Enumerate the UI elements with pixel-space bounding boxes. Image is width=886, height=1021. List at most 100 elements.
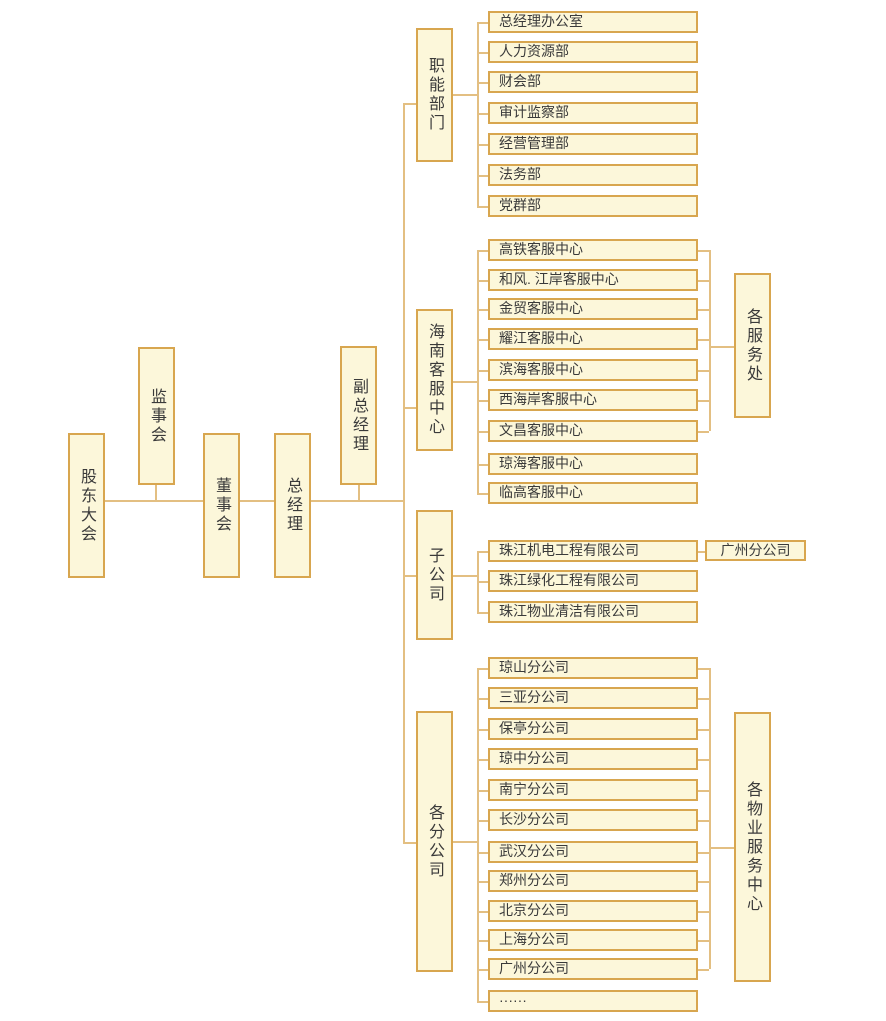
connector-line <box>698 370 709 372</box>
connector-line <box>477 612 488 614</box>
connector-line <box>477 400 488 402</box>
connector-line <box>477 820 488 822</box>
connector-line <box>477 493 488 495</box>
connector-line <box>698 852 709 854</box>
connector-line <box>477 969 488 971</box>
connector-line <box>477 464 488 466</box>
org-node-general-manager: 总经理 <box>274 433 311 578</box>
connector-line <box>477 668 488 670</box>
org-leaf-node: 滨海客服中心 <box>488 359 698 381</box>
connector-line <box>453 575 477 577</box>
connector-line <box>698 250 709 252</box>
connector-line <box>477 22 488 24</box>
org-node-service-offices: 各服务处 <box>734 273 771 418</box>
connector-line <box>698 940 709 942</box>
connector-line <box>477 729 488 731</box>
connector-line <box>453 381 477 383</box>
org-node-hainan-service-center: 海南客服中心 <box>416 309 453 451</box>
connector-line <box>477 790 488 792</box>
connector-line <box>477 581 488 583</box>
org-leaf-node: 珠江机电工程有限公司 <box>488 540 698 562</box>
org-node-deputy-general-manager: 副总经理 <box>340 346 377 485</box>
org-leaf-node: 临高客服中心 <box>488 482 698 504</box>
connector-line <box>403 407 416 409</box>
connector-line <box>477 206 488 208</box>
connector-line <box>698 551 705 553</box>
connector-line <box>477 759 488 761</box>
connector-line <box>477 1001 488 1003</box>
connector-spine-line <box>477 668 479 1001</box>
connector-line <box>477 431 488 433</box>
org-leaf-node: 金贸客服中心 <box>488 298 698 320</box>
connector-line <box>477 339 488 341</box>
org-leaf-node: 和风. 江岸客服中心 <box>488 269 698 291</box>
org-leaf-node: 党群部 <box>488 195 698 217</box>
connector-line <box>698 881 709 883</box>
org-leaf-node: 长沙分公司 <box>488 809 698 831</box>
org-leaf-node: 珠江物业清洁有限公司 <box>488 601 698 623</box>
connector-line <box>453 94 477 96</box>
connector-line <box>477 82 488 84</box>
connector-line <box>698 339 709 341</box>
connector-spine-line <box>709 250 711 431</box>
connector-line <box>403 575 416 577</box>
org-leaf-node: 总经理办公室 <box>488 11 698 33</box>
org-node-guangzhou-branch: 广州分公司 <box>705 540 806 561</box>
org-leaf-node: 人力资源部 <box>488 41 698 63</box>
org-node-functional-departments: 职能部门 <box>416 28 453 162</box>
connector-line <box>477 881 488 883</box>
connector-line <box>155 484 157 500</box>
org-node-supervisory-board: 监事会 <box>138 347 175 485</box>
org-leaf-node: 耀江客服中心 <box>488 328 698 350</box>
connector-line <box>477 175 488 177</box>
org-leaf-node: 法务部 <box>488 164 698 186</box>
connector-line <box>709 346 734 348</box>
connector-line <box>105 500 403 502</box>
org-node-branch-companies: 各分公司 <box>416 711 453 972</box>
connector-line <box>477 698 488 700</box>
connector-line <box>698 759 709 761</box>
connector-line <box>698 400 709 402</box>
org-leaf-node: 审计监察部 <box>488 102 698 124</box>
connector-line <box>477 940 488 942</box>
org-leaf-node: 经营管理部 <box>488 133 698 155</box>
connector-line <box>698 431 709 433</box>
connector-line <box>477 113 488 115</box>
org-leaf-node: 武汉分公司 <box>488 841 698 863</box>
connector-line <box>477 52 488 54</box>
org-leaf-node-ellipsis: ······ <box>488 990 698 1012</box>
org-node-subsidiaries: 子公司 <box>416 510 453 640</box>
connector-line <box>698 729 709 731</box>
org-leaf-node: 三亚分公司 <box>488 687 698 709</box>
connector-spine-line <box>477 250 479 493</box>
connector-line <box>698 280 709 282</box>
connector-line <box>477 551 488 553</box>
connector-line <box>698 969 709 971</box>
connector-line <box>698 820 709 822</box>
connector-line <box>403 103 416 105</box>
connector-line <box>477 309 488 311</box>
org-leaf-node: 琼山分公司 <box>488 657 698 679</box>
org-leaf-node: 高铁客服中心 <box>488 239 698 261</box>
connector-line <box>403 842 416 844</box>
connector-line <box>698 698 709 700</box>
connector-line <box>698 911 709 913</box>
connector-line <box>709 847 734 849</box>
org-leaf-node: 广州分公司 <box>488 958 698 980</box>
org-leaf-node: 北京分公司 <box>488 900 698 922</box>
org-leaf-node: 琼海客服中心 <box>488 453 698 475</box>
connector-line <box>477 144 488 146</box>
org-leaf-node: 财会部 <box>488 71 698 93</box>
connector-line <box>453 841 477 843</box>
org-leaf-node: 保亭分公司 <box>488 718 698 740</box>
org-leaf-node: 南宁分公司 <box>488 779 698 801</box>
connector-line <box>477 852 488 854</box>
connector-line <box>698 668 709 670</box>
connector-line <box>698 309 709 311</box>
org-leaf-node: 上海分公司 <box>488 929 698 951</box>
org-node-property-service-centers: 各物业服务中心 <box>734 712 771 982</box>
connector-line <box>477 250 488 252</box>
connector-trunk-line <box>403 103 405 843</box>
org-node-board-of-directors: 董事会 <box>203 433 240 578</box>
